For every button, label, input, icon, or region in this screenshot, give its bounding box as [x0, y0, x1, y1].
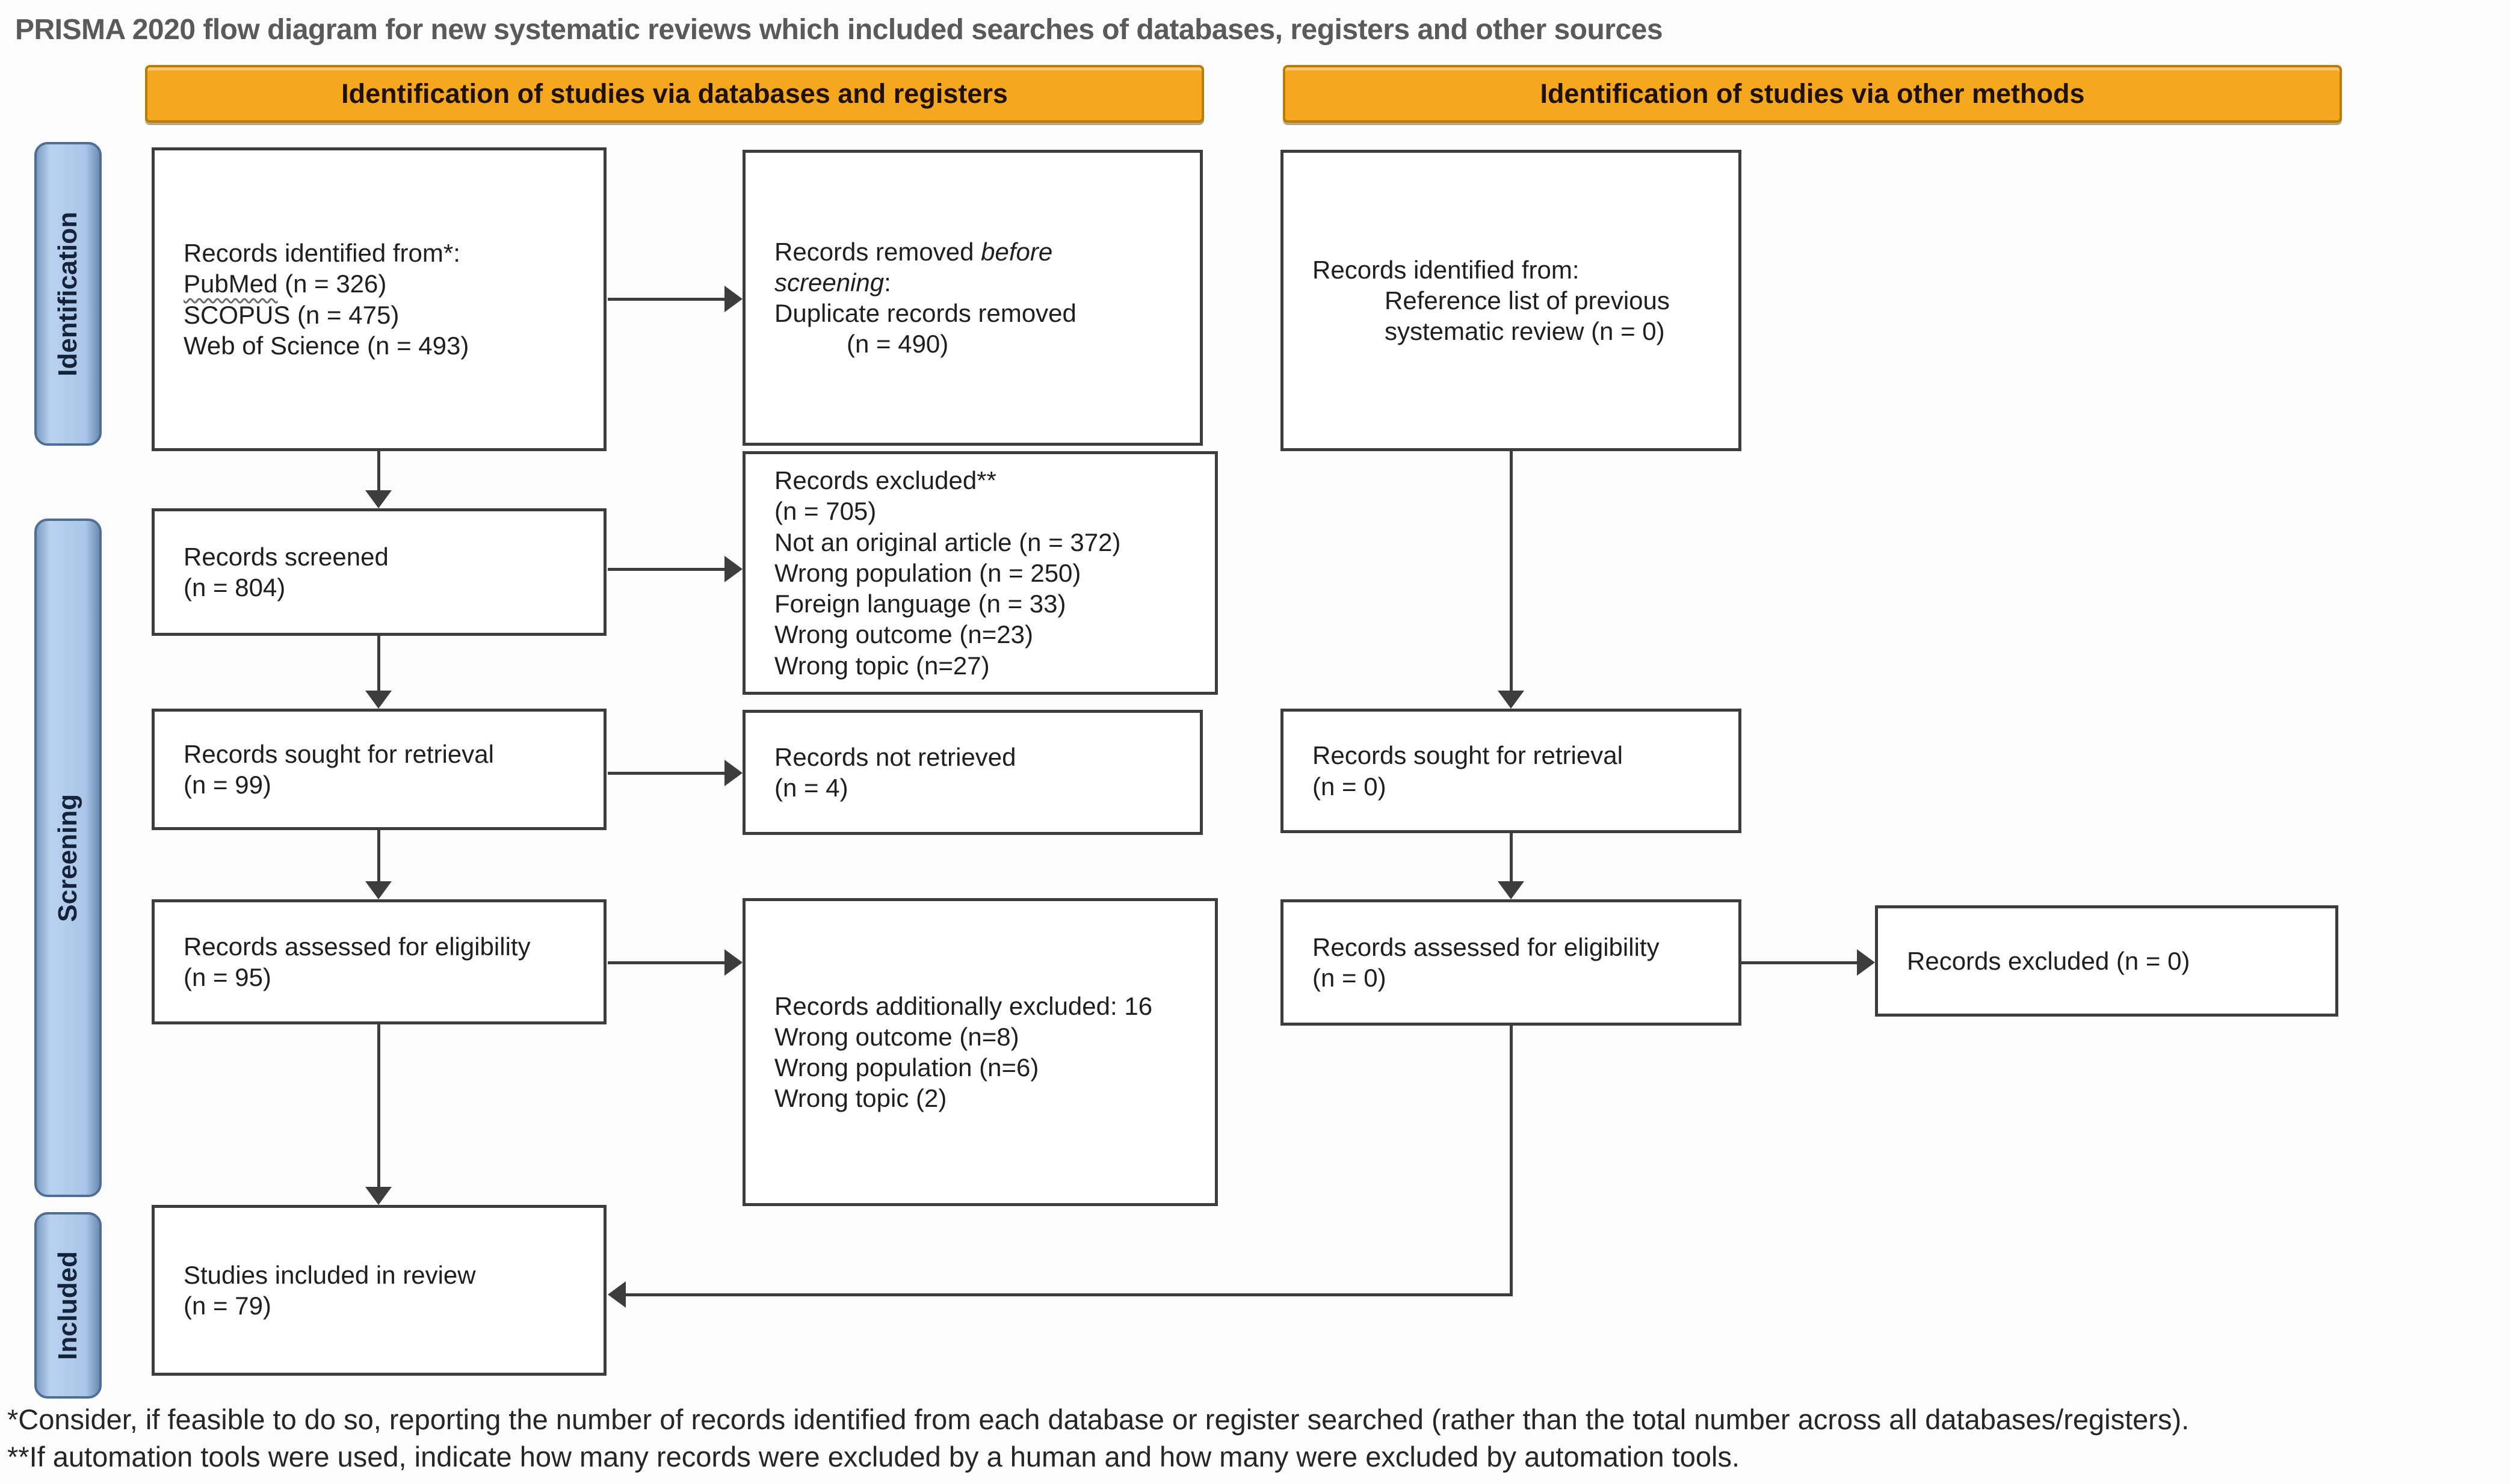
box-records-assessed-other: Records assessed for eligibility (n = 0) — [1280, 899, 1741, 1026]
box-line: Records sought for retrieval — [1312, 741, 1623, 770]
box-line: Wrong population (n=6) — [774, 1053, 1039, 1082]
box-line: screening: — [774, 268, 891, 297]
side-label-screening: Screening — [34, 519, 102, 1197]
arrow-other-identified-to-sought-head — [1498, 691, 1524, 709]
box-line: Not an original article (n = 372) — [774, 528, 1121, 556]
box-line: Records excluded (n = 0) — [1907, 946, 2190, 975]
box-line: (n = 0) — [1312, 964, 1386, 992]
box-line: Records identified from*: — [184, 239, 460, 268]
arrow-other-sought-to-assessed-head — [1498, 881, 1524, 899]
arrow-sought-to-assessed-line — [377, 830, 380, 881]
box-line: (n = 490) — [847, 330, 949, 359]
box-line: Records removed before — [774, 237, 1053, 266]
box-line: SCOPUS (n = 475) — [184, 300, 400, 329]
arrow-other-identified-to-sought-line — [1510, 451, 1513, 691]
arrow-sought-to-assessed-head — [365, 881, 392, 899]
arrow-identified-to-removed-line — [608, 298, 724, 301]
box-line: Records excluded** — [774, 466, 996, 495]
arrow-sought-to-notretrieved-head — [724, 760, 743, 786]
side-label-screening-text: Screening — [53, 793, 82, 922]
box-records-sought-databases: Records sought for retrieval (n = 99) — [152, 709, 607, 830]
box-records-not-retrieved: Records not retrieved (n = 4) — [743, 710, 1203, 835]
box-records-assessed-databases: Records assessed for eligibility(n = 95) — [152, 899, 607, 1024]
arrow-other-to-included-head — [608, 1281, 626, 1308]
side-label-identification: Identification — [34, 142, 102, 446]
flow-header-other-methods-label: Identification of studies via other meth… — [1540, 78, 2085, 109]
box-line: Wrong outcome (n=8) — [774, 1022, 1019, 1051]
box-records-excluded-other: Records excluded (n = 0) — [1875, 905, 2338, 1017]
flow-header-databases-registers: Identification of studies via databases … — [145, 65, 1204, 123]
box-records-excluded: Records excluded**(n = 705)Not an origin… — [743, 451, 1218, 695]
side-label-included: Included — [34, 1212, 102, 1399]
box-line: Records not retrieved — [774, 742, 1016, 771]
box-line: (n = 99) — [184, 771, 271, 799]
box-line: Records sought for retrieval — [184, 739, 494, 768]
arrow-otherassessed-to-excluded-head — [1857, 949, 1875, 976]
box-records-identified-other: Records identified from:Reference list o… — [1280, 150, 1741, 451]
box-line: (n = 804) — [184, 573, 286, 602]
arrow-assessed-to-addexcluded-head — [724, 949, 743, 976]
arrow-screened-to-excluded-head — [724, 556, 743, 582]
box-line: (n = 4) — [774, 774, 848, 802]
connector-other-to-included-line — [626, 1293, 1513, 1296]
connector-otherassessed-down-line — [1510, 1026, 1513, 1296]
footnote-databases: *Consider, if feasible to do so, reporti… — [7, 1403, 2190, 1435]
box-records-screened: Records screened(n = 804) — [152, 508, 607, 636]
arrow-screened-to-sought-line — [377, 636, 380, 691]
arrow-otherassessed-to-excluded-line — [1741, 961, 1857, 964]
box-line: (n = 79) — [184, 1292, 271, 1320]
side-label-identification-text: Identification — [53, 211, 82, 377]
arrow-assessed-to-included-head — [365, 1187, 392, 1205]
box-line: Records assessed for eligibility — [1312, 932, 1660, 961]
box-line: PubMed (n = 326) — [184, 269, 387, 298]
flow-header-databases-registers-label: Identification of studies via databases … — [341, 78, 1008, 109]
box-line: (n = 705) — [774, 497, 877, 526]
box-line: Records screened — [184, 542, 389, 571]
arrow-assessed-to-addexcluded-line — [608, 961, 724, 964]
arrow-screened-to-excluded-line — [608, 568, 724, 571]
box-line: systematic review (n = 0) — [1385, 317, 1665, 346]
box-line: Wrong population (n = 250) — [774, 558, 1081, 587]
arrow-sought-to-notretrieved-line — [608, 772, 724, 775]
box-records-identified-databases: Records identified from*:PubMed (n = 326… — [152, 147, 607, 451]
box-records-sought-other: Records sought for retrieval(n = 0) — [1280, 709, 1741, 833]
side-label-included-text: Included — [53, 1251, 82, 1360]
box-line: Records identified from: — [1312, 255, 1580, 284]
box-line: Records assessed for eligibility — [184, 932, 531, 961]
box-line: (n = 95) — [184, 963, 271, 991]
box-line: Records additionally excluded: 16 — [774, 991, 1153, 1020]
arrow-identified-to-screened-head — [365, 490, 392, 508]
box-line: Wrong outcome (n=23) — [774, 620, 1033, 649]
box-line: Wrong topic (n=27) — [774, 651, 990, 680]
footnote-automation: **If automation tools were used, indicat… — [7, 1441, 1740, 1473]
box-line: Foreign language (n = 33) — [774, 590, 1066, 618]
box-studies-included: Studies included in review (n = 79) — [152, 1205, 607, 1376]
box-line: (n = 0) — [1312, 772, 1386, 801]
arrow-identified-to-screened-line — [377, 451, 380, 490]
arrow-identified-to-removed-head — [724, 286, 743, 312]
box-line: Studies included in review — [184, 1260, 476, 1289]
box-line: Web of Science (n = 493) — [184, 331, 469, 360]
box-line: Reference list of previous — [1385, 286, 1670, 315]
arrow-other-sought-to-assessed-line — [1510, 833, 1513, 881]
page-title: PRISMA 2020 flow diagram for new systema… — [15, 14, 1663, 46]
box-line: Duplicate records removed — [774, 299, 1076, 327]
arrow-screened-to-sought-head — [365, 691, 392, 709]
box-line: Wrong topic (2) — [774, 1084, 947, 1113]
flow-header-other-methods: Identification of studies via other meth… — [1283, 65, 2342, 123]
arrow-assessed-to-included-line — [377, 1024, 380, 1187]
